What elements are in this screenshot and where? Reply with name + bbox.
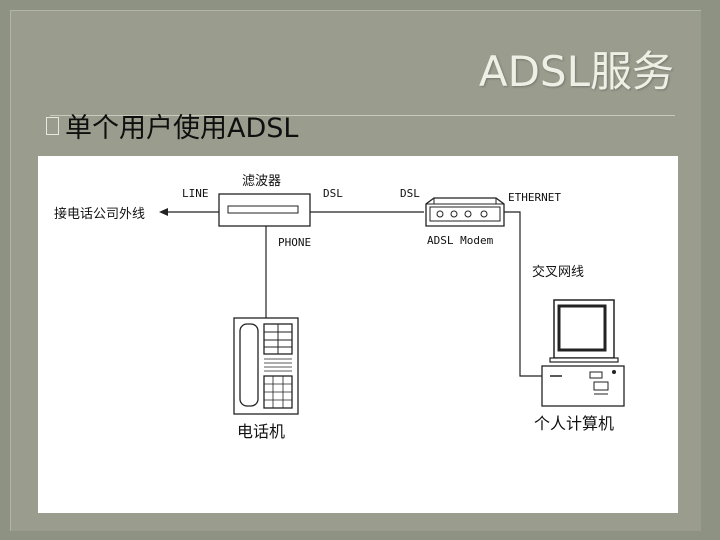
- modem-device: [425, 197, 505, 227]
- computer-label: 个人计算机: [534, 414, 615, 433]
- filter-device: [218, 193, 311, 227]
- dsl-right-label: DSL: [400, 187, 420, 200]
- filter-label: 滤波器: [242, 174, 282, 189]
- bullet-item: 单个用户使用ADSL: [46, 106, 298, 145]
- adsl-diagram: 接电话公司外线 LINE 滤波器 DSL DSL PHONE ADSL Mode…: [38, 156, 678, 513]
- telephone-device: [233, 317, 299, 415]
- ethernet-label: ETHERNET: [508, 191, 561, 204]
- bullet-square-icon: [46, 116, 59, 135]
- line-port-label: LINE: [182, 187, 209, 200]
- arrow-left-icon: [159, 208, 168, 216]
- title-divider: [50, 115, 675, 116]
- diagram-canvas: [159, 193, 625, 415]
- dsl-left-label: DSL: [323, 187, 343, 200]
- bullet-text: 单个用户使用ADSL: [65, 113, 299, 144]
- ethernet-wire: [502, 211, 542, 377]
- telephone-label: 电话机: [237, 422, 286, 441]
- crossover-cable-label: 交叉网线: [532, 265, 585, 280]
- phone-port-label: PHONE: [278, 236, 312, 249]
- external-line-label: 接电话公司外线: [54, 207, 146, 222]
- modem-label: ADSL Modem: [427, 234, 494, 247]
- computer-device: [541, 299, 625, 407]
- slide-title: ADSL服务: [478, 47, 674, 96]
